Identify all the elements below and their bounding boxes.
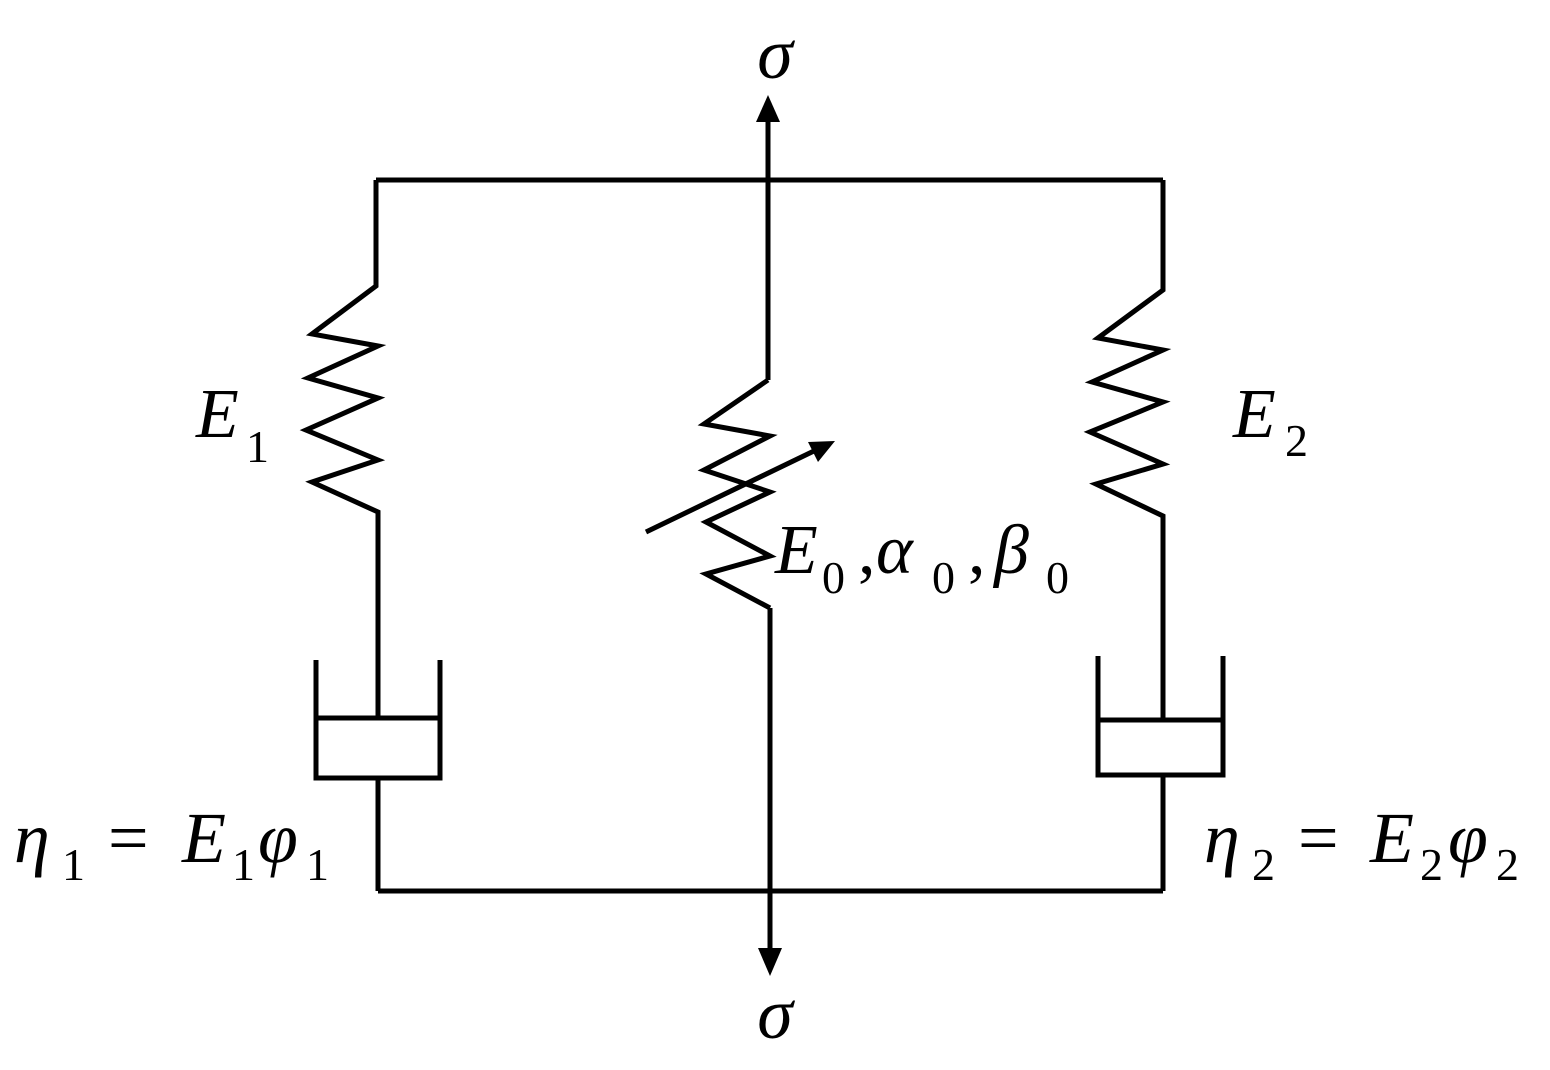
spring-left-label: E 1: [195, 376, 269, 472]
center-spring: [697, 377, 778, 611]
spring-left-symbol: E: [195, 376, 239, 453]
stress-label-top: σ: [757, 14, 795, 94]
dashpot-left-equals: =: [108, 798, 149, 878]
variable-comma-1: ,: [858, 512, 876, 589]
variable-beta-subscript: 0: [1046, 552, 1069, 603]
spring-right-label: E 2: [1232, 376, 1308, 466]
dashpot-left-e-subscript: 1: [232, 839, 255, 890]
dashpot-right-e-subscript: 2: [1420, 839, 1443, 890]
dashpot-left-eta-subscript: 1: [62, 839, 85, 890]
variable-e-subscript: 0: [822, 552, 845, 603]
stress-label-bottom: σ: [757, 974, 795, 1054]
left-spring: [299, 180, 387, 718]
dashpot-right-e: E: [1369, 798, 1414, 878]
stress-arrow-up-head: [756, 95, 780, 122]
dashpot-right-phi: φ: [1448, 798, 1488, 878]
dashpot-right-equals: =: [1298, 798, 1339, 878]
variable-e-symbol: E: [774, 512, 818, 589]
right-dashpot-cylinder: [1095, 656, 1226, 778]
dashpot-left-phi: φ: [258, 798, 298, 878]
right-spring: [1083, 180, 1172, 720]
dashpot-left-phi-subscript: 1: [306, 839, 329, 890]
spring-left-subscript: 1: [246, 421, 269, 472]
dashpot-left-eta: η: [14, 798, 50, 878]
spring-right-symbol: E: [1232, 376, 1276, 453]
dashpot-left-equation: η 1 = E 1 φ 1: [14, 798, 329, 896]
variable-element-label: E 0 , α 0 , β 0: [774, 512, 1069, 609]
stress-arrow-down-head: [758, 948, 782, 976]
variable-comma-2: ,: [968, 512, 986, 589]
variable-alpha-subscript: 0: [932, 552, 955, 603]
dashpot-right-equation: η 2 = E 2 φ 2: [1204, 798, 1519, 896]
variable-alpha-symbol: α: [876, 512, 914, 589]
variable-arrow-head: [808, 441, 835, 462]
spring-right-subscript: 2: [1285, 415, 1308, 466]
dashpot-right-eta: η: [1204, 798, 1240, 878]
dashpot-right-eta-subscript: 2: [1252, 839, 1275, 890]
variable-beta-symbol: β: [992, 512, 1029, 589]
dashpot-left-e: E: [181, 798, 226, 878]
dashpot-right-phi-subscript: 2: [1496, 839, 1519, 890]
variable-arrow: [644, 447, 818, 535]
